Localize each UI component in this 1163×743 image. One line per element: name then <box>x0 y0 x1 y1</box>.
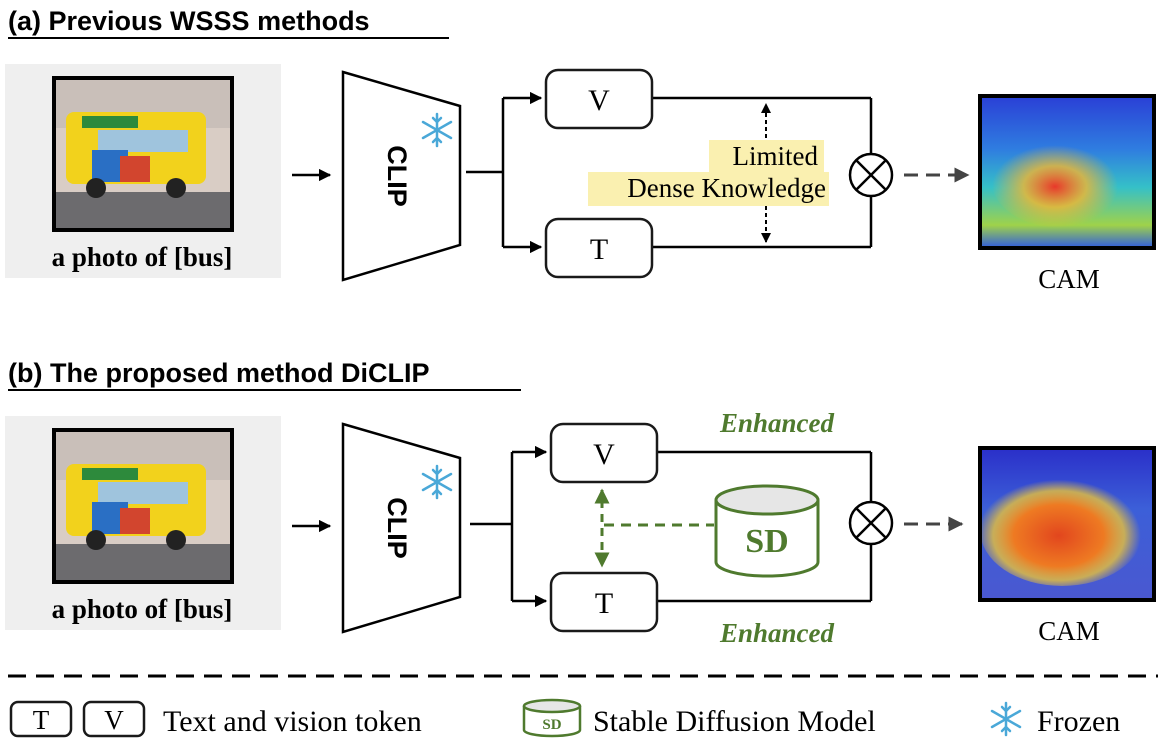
panel-a-vision-token-label: V <box>588 84 610 117</box>
panel-a-snowflake-icon <box>421 112 453 148</box>
panel-a-caption: a photo of [bus] <box>52 242 233 272</box>
panel-b-sd-connectors <box>594 488 714 568</box>
panel-b-caption: a photo of [bus] <box>52 594 233 624</box>
legend-sd-text: Stable Diffusion Model <box>593 705 876 738</box>
legend-snowflake-icon <box>990 701 1022 737</box>
panel-a-clip-trapezoid <box>341 70 462 282</box>
panel-a-clip-label: CLIP <box>382 145 412 207</box>
panel-b-clip-encoder: CLIP <box>341 422 462 634</box>
panel-a-text-token-label: T <box>590 233 608 266</box>
panel-a-bus-photo <box>52 76 234 232</box>
panel-b-snowflake-icon <box>421 464 453 500</box>
panel-b-sd-cylinder-icon: SD <box>714 484 820 578</box>
panel-a-heading: (a) Previous WSSS methods <box>8 6 370 36</box>
legend-t-token: T <box>9 700 73 738</box>
panel-a-limited-line-2: Dense Knowledge <box>627 173 826 203</box>
panel-b-sd-label: SD <box>745 523 788 560</box>
panel-b-enhanced-bottom: Enhanced <box>719 618 835 648</box>
panel-b-text-token: T <box>549 571 659 633</box>
panel-b-vision-token-label: V <box>593 438 615 471</box>
panel-a-highlight-1 <box>709 140 824 174</box>
panel-a-limited-knowledge-note: Limited Dense Knowledge <box>588 103 829 243</box>
panel-b-cam-image <box>978 446 1156 602</box>
panel-b-text-token-label: T <box>595 587 613 620</box>
legend-tokens-text: Text and vision token <box>163 705 422 738</box>
panel-a-branch-lines <box>466 91 873 254</box>
legend-sd-icon: SD <box>522 698 582 738</box>
panel-a-cam-label: CAM <box>1038 264 1100 294</box>
panel-a-highlight-2 <box>588 172 829 206</box>
panel-b-vision-token: V <box>549 422 659 484</box>
panel-b-branch-lines <box>470 445 873 608</box>
panel-b-heading: (b) The proposed method DiCLIP <box>8 358 429 388</box>
panel-a-cam-image <box>978 94 1156 250</box>
panel-a-multiply-icon <box>848 152 894 198</box>
legend-sd-icon-label: SD <box>542 717 561 733</box>
panel-a-input-card: a photo of [bus] <box>5 64 281 278</box>
panel-b-clip-label: CLIP <box>382 497 412 559</box>
panel-a-clip-encoder: CLIP <box>341 70 462 282</box>
legend-v-token-label: V <box>104 705 124 735</box>
panel-b-multiply-icon <box>848 500 894 546</box>
legend-t-token-label: T <box>33 705 50 735</box>
legend-frozen-text: Frozen <box>1037 705 1120 738</box>
panel-b-enhanced-top: Enhanced <box>719 408 835 438</box>
panel-a-vision-token: V <box>544 68 654 130</box>
panel-b-clip-trapezoid <box>341 422 462 634</box>
panel-a-limited-line-1: Limited <box>733 141 819 171</box>
panel-b-cam-label: CAM <box>1038 616 1100 646</box>
panel-b-input-card: a photo of [bus] <box>5 416 281 630</box>
legend-v-token: V <box>82 700 146 738</box>
panel-b-bus-photo <box>52 428 234 584</box>
panel-a-text-token: T <box>544 217 654 279</box>
